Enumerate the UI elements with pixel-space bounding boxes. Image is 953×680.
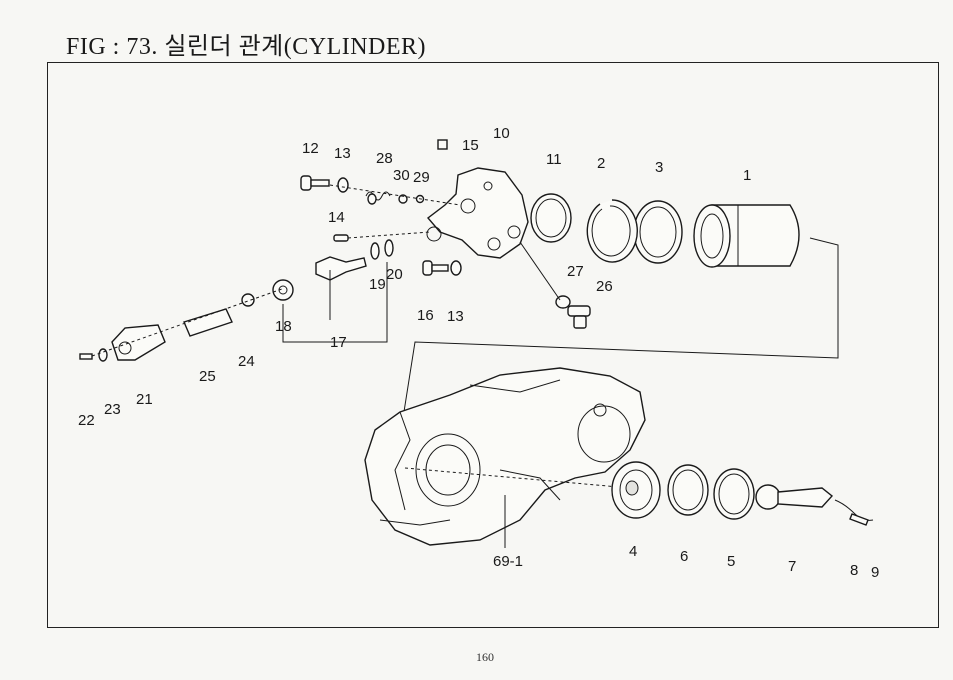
spring-part (365, 191, 391, 205)
callout-14: 14 (328, 209, 345, 226)
nut-part (272, 279, 294, 301)
callout-28: 28 (376, 150, 393, 167)
callout-29: 29 (413, 169, 430, 186)
callout-27: 27 (567, 263, 584, 280)
callout-23: 23 (104, 401, 121, 418)
washer-part (337, 177, 349, 193)
callout-11: 11 (546, 151, 562, 168)
callout-15: 15 (462, 137, 479, 154)
callout-69-1: 69-1 (493, 553, 523, 570)
callout-19: 19 (369, 276, 386, 293)
callout-4: 4 (629, 543, 637, 560)
drain-plug-part (567, 305, 591, 329)
callout-24: 24 (238, 353, 255, 370)
callout-20: 20 (386, 266, 403, 283)
page-number: 160 (476, 650, 494, 664)
set-screw-part (437, 139, 448, 150)
piston-part (611, 461, 661, 519)
callout-17: 17 (330, 334, 347, 351)
callout-13-bottom: 13 (447, 308, 464, 325)
cylinder-head-bracket-part (426, 167, 529, 259)
small-screw-part (79, 348, 108, 362)
seal-ring-part (667, 464, 709, 516)
callout-5: 5 (727, 553, 735, 570)
callout-25: 25 (199, 368, 216, 385)
callout-12: 12 (302, 140, 319, 157)
o-ring-part (530, 193, 572, 243)
callout-13-top: 13 (334, 145, 351, 162)
bolt-part (300, 175, 330, 191)
callout-18: 18 (275, 318, 292, 335)
ball-part (398, 194, 425, 204)
callout-2: 2 (597, 155, 605, 172)
callout-8: 8 (850, 562, 858, 579)
sleeve-part (183, 308, 233, 337)
piston-rod-part (755, 484, 834, 510)
callout-30: 30 (393, 167, 410, 184)
snap-ring-part (586, 199, 638, 263)
callout-3: 3 (655, 159, 663, 176)
callout-labels: 1 2 3 4 5 6 7 8 9 10 11 12 13 13 14 15 1… (78, 125, 879, 581)
backup-ring-part (713, 468, 755, 520)
callout-22: 22 (78, 412, 95, 429)
callout-10: 10 (493, 125, 510, 142)
pin-part (333, 234, 349, 242)
callout-9: 9 (871, 564, 879, 581)
transmission-housing-part (364, 367, 646, 546)
callout-1: 1 (743, 167, 751, 184)
page-title: FIG : 73. 실린더 관계(CYLINDER) (66, 34, 427, 60)
clevis-pin-part (834, 499, 874, 526)
callout-21: 21 (136, 391, 153, 408)
valve-assembly-part (315, 239, 394, 281)
end-cap-part (111, 324, 166, 361)
callout-16: 16 (417, 307, 434, 324)
diagram-frame (47, 62, 939, 628)
lock-nut-part (241, 293, 255, 307)
callout-6: 6 (680, 548, 688, 565)
callout-7: 7 (788, 558, 796, 575)
cylinder-barrel-part (693, 204, 800, 268)
mount-bolt-part (422, 260, 462, 276)
callout-26: 26 (596, 278, 613, 295)
piston-ring-part (633, 200, 683, 264)
